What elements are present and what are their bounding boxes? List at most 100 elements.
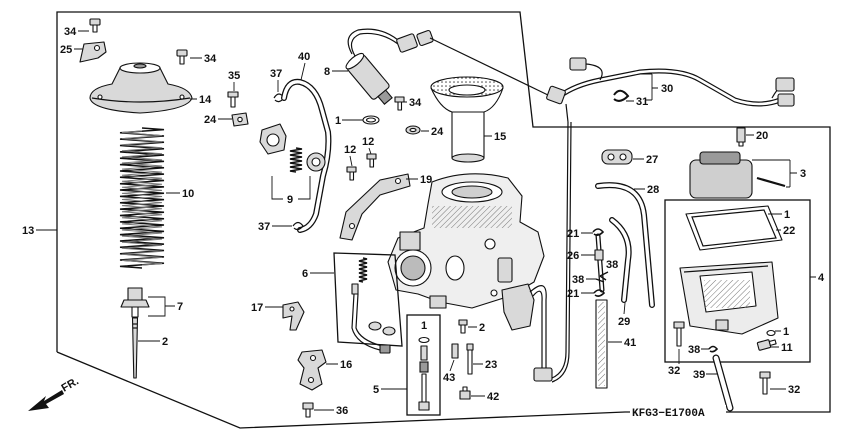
callout-label: 38 — [606, 259, 618, 271]
jet-needle-2 — [131, 317, 139, 379]
callout-label: 37 — [270, 68, 282, 80]
wire-harness-30 — [546, 57, 795, 123]
callout-label: 21 — [567, 288, 579, 300]
callout-label: 11 — [781, 342, 793, 354]
diagram-frame — [56, 11, 831, 429]
bracket-16 — [297, 349, 327, 391]
callout-label: 10 — [182, 188, 194, 200]
callout-label: 24 — [204, 114, 217, 126]
fitting-26 — [594, 249, 604, 261]
callout-label: 27 — [646, 154, 658, 166]
screw-32-left — [673, 321, 685, 347]
callout-label: 8 — [324, 66, 330, 78]
callout-label: 38 — [688, 344, 700, 356]
clip-37-lower — [292, 221, 304, 231]
callout-label: 13 — [22, 225, 34, 237]
group-box-5 — [406, 314, 441, 416]
washer-24 — [405, 125, 421, 135]
jet-set-5 — [418, 336, 430, 411]
throttle-stop-17 — [282, 301, 305, 331]
o-ring-1-bowl — [766, 329, 776, 337]
callout-label: 41 — [624, 337, 636, 349]
bracket-25 — [79, 41, 107, 63]
clip-38-c — [708, 345, 719, 353]
chamber-cap-14 — [89, 62, 193, 114]
callout-label: 16 — [340, 359, 352, 371]
clip-38-b — [595, 278, 605, 283]
callout-label: 28 — [647, 184, 659, 196]
callout-label: 30 — [661, 83, 673, 95]
jet-43 — [451, 343, 459, 359]
front-direction-arrow-icon — [28, 390, 64, 411]
screw-34-sensor — [394, 96, 405, 111]
group-box-4 — [664, 199, 811, 363]
clip-38-a — [599, 271, 609, 281]
callout-label: 15 — [494, 131, 506, 143]
callout-label: 9 — [287, 194, 293, 206]
callout-label: 17 — [251, 302, 263, 314]
hose-28 — [595, 182, 655, 308]
jet-23 — [466, 343, 474, 375]
callout-label: 1 — [784, 209, 790, 221]
callout-label: 14 — [199, 94, 212, 106]
callout-label: 38 — [572, 274, 584, 286]
callout-label: 23 — [485, 359, 497, 371]
jet-20 — [736, 127, 746, 147]
screw-12-a — [366, 153, 377, 168]
callout-label: 12 — [344, 144, 356, 156]
drain-screw-11 — [756, 339, 777, 351]
tube-39 — [712, 354, 734, 412]
callout-label: 37 — [258, 221, 270, 233]
throttle-cable-parts-6 — [351, 257, 396, 354]
hose-29 — [609, 217, 632, 303]
screw-32-right — [759, 371, 771, 395]
callout-label: 26 — [567, 250, 579, 262]
bracket-19 — [339, 173, 411, 241]
callout-label: 34 — [64, 26, 77, 38]
callout-label: 1 — [783, 326, 789, 338]
callout-label: 5 — [373, 384, 379, 396]
bolt-34-top-left — [89, 18, 101, 33]
diagram-code-backdrop — [630, 405, 726, 419]
harness-wire-vertical-b — [551, 121, 572, 383]
needle-holder-7 — [120, 287, 150, 318]
sub-assembly-3 — [689, 151, 786, 199]
callout-label: 22 — [783, 225, 795, 237]
callout-label: 32 — [668, 365, 680, 377]
callout-label: 2 — [479, 322, 485, 334]
screw-12-b — [346, 166, 357, 181]
leader-lines — [36, 30, 816, 411]
callout-label: 35 — [228, 70, 240, 82]
hose-40 — [281, 78, 332, 233]
spring-10 — [119, 127, 165, 269]
auto-enricher — [501, 283, 553, 382]
callout-label: 19 — [420, 174, 432, 186]
callout-label: 1 — [421, 320, 427, 332]
sensor-8 — [345, 28, 434, 105]
clip-21-lower — [593, 289, 606, 297]
clip-31 — [613, 89, 630, 102]
callout-label: 2 — [162, 336, 168, 348]
tube-41 — [595, 299, 608, 389]
callout-label: 20 — [756, 130, 768, 142]
callout-label: 34 — [204, 53, 217, 65]
callout-label: 39 — [693, 369, 705, 381]
callout-label: 7 — [177, 301, 183, 313]
callout-label: 40 — [298, 51, 310, 63]
group-box-6 — [333, 252, 403, 347]
diagram-code: KFG3−E1700A — [632, 408, 705, 420]
callout-label: 29 — [618, 316, 630, 328]
callout-label: 25 — [60, 44, 72, 56]
float-bowl — [679, 261, 779, 335]
carburetor-body — [387, 173, 545, 309]
callout-label: 6 — [302, 268, 308, 280]
callout-label: 1 — [335, 115, 341, 127]
callout-label: 43 — [443, 372, 455, 384]
callout-label: 24 — [431, 126, 444, 138]
gasket-22 — [685, 205, 783, 251]
screw-2-body — [458, 319, 468, 334]
callout-label: 32 — [788, 384, 800, 396]
callout-label: 3 — [800, 168, 806, 180]
clip-21-upper — [592, 228, 605, 236]
